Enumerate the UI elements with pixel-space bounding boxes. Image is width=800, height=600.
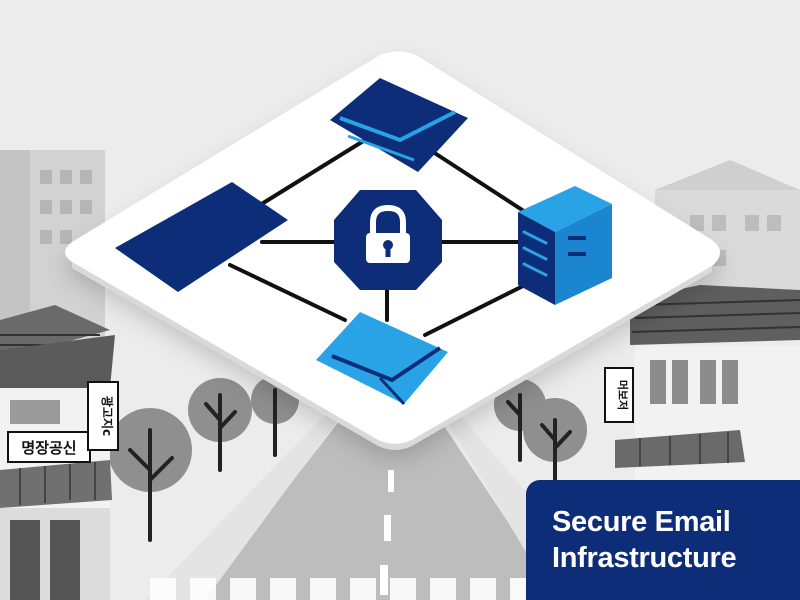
- left-vertical-sign: 광고지c: [87, 381, 119, 451]
- padlock-icon: [334, 190, 442, 290]
- envelope-icon: [330, 78, 468, 172]
- left-shop-sign: 명장공신: [7, 431, 91, 463]
- envelope-icon: [316, 312, 448, 406]
- svg-text:광고지c: 광고지c: [100, 396, 115, 436]
- left-hanok-building: [0, 305, 115, 600]
- right-vertical-sign: 머보저: [604, 367, 634, 423]
- server-icon: [518, 186, 612, 305]
- right-hanok-building: [615, 285, 800, 480]
- svg-text:머보저: 머보저: [616, 380, 630, 410]
- connection-lines: [228, 138, 532, 337]
- svg-text:명장공신: 명장공신: [21, 439, 76, 457]
- card-panel-icon: [115, 182, 288, 292]
- street-trees: [108, 376, 587, 542]
- title-banner: Secure Email Infrastructure: [526, 480, 800, 600]
- title-line-2: Infrastructure: [552, 542, 737, 574]
- title-line-1: Secure Email: [552, 506, 731, 538]
